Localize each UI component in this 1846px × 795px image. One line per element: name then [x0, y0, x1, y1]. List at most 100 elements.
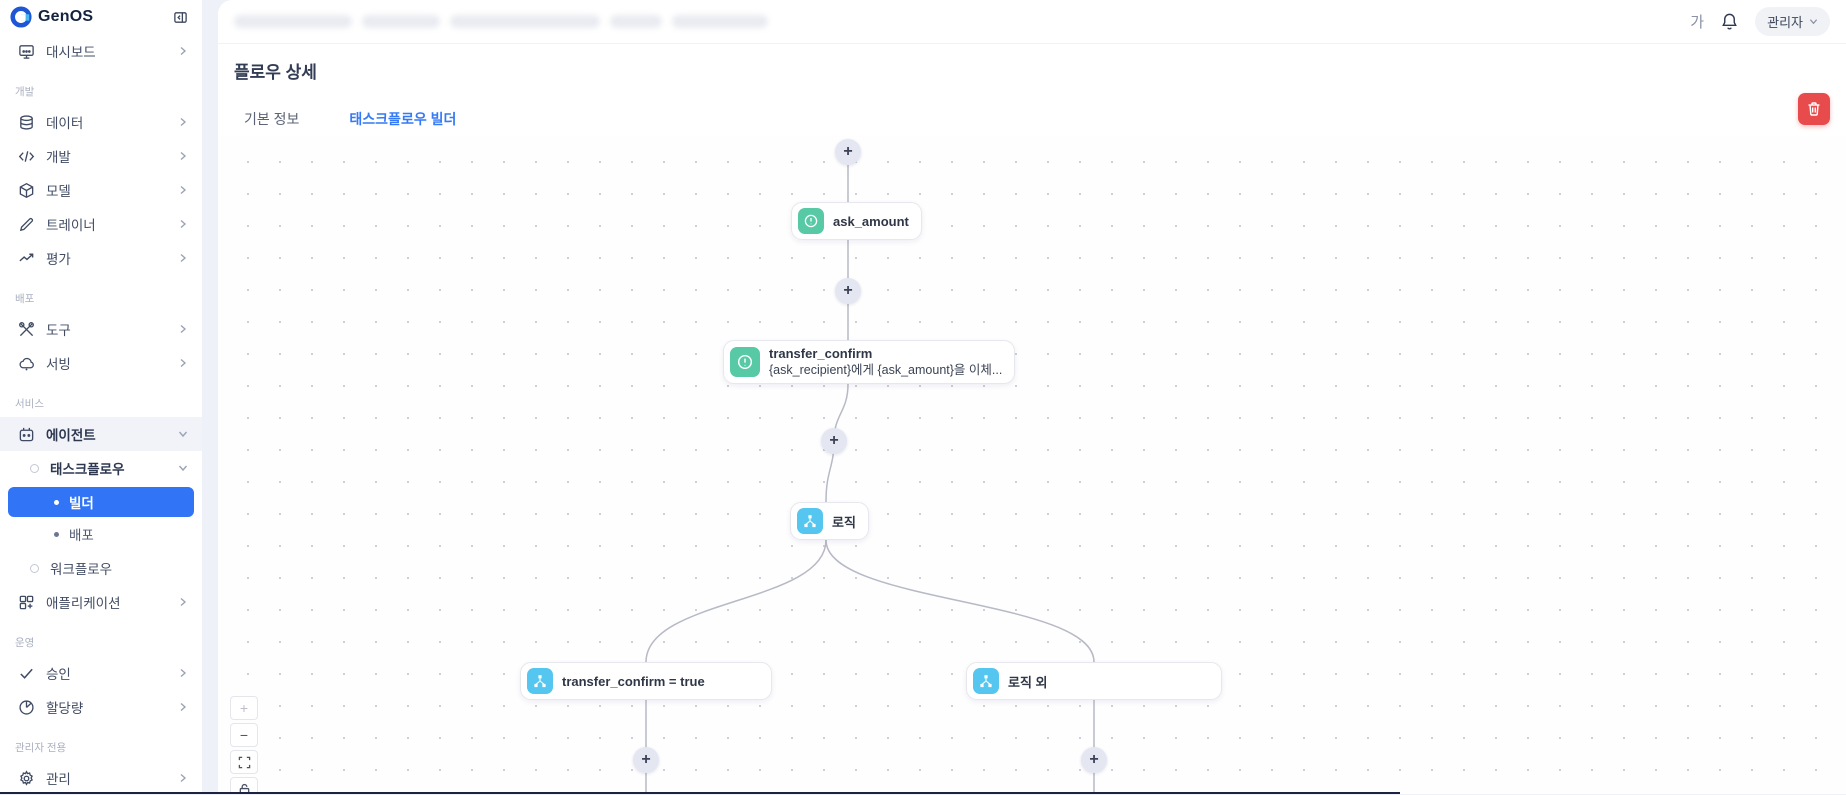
content-card: 가 관리자 플로우 상세 기본 정보 태스크플로	[218, 0, 1846, 794]
sidebar-item-label: 애플리케이션	[46, 592, 121, 612]
cloud-icon	[18, 355, 35, 372]
sidebar-item-label: 서빙	[46, 353, 71, 373]
sidebar-item-workflow[interactable]: 워크플로우	[0, 551, 202, 585]
trash-icon	[1806, 101, 1822, 117]
sidebar-item-deploy-sub[interactable]: 배포	[8, 519, 194, 549]
sidebar-item-label: 승인	[46, 663, 71, 683]
node-label: 로직 외	[1008, 672, 1048, 691]
sidebar-item-label: 도구	[46, 319, 71, 339]
sidebar-item-tools[interactable]: 도구	[0, 312, 202, 346]
sidebar-item-trainer[interactable]: 트레이너	[0, 207, 202, 241]
zoom-out-button[interactable]: −	[230, 723, 258, 747]
sidebar-item-label: 개발	[46, 146, 71, 166]
sidebar-section-service: 서비스	[0, 380, 202, 417]
bullet-dot-icon	[54, 532, 59, 537]
sidebar-item-label: 할당량	[46, 697, 83, 717]
sidebar-item-taskflow[interactable]: 태스크플로우	[0, 451, 202, 485]
chevron-right-icon	[178, 668, 188, 678]
branch-node-icon	[527, 668, 553, 694]
node-branch-else[interactable]: 로직 외	[966, 662, 1222, 700]
profile-menu-button[interactable]: 관리자	[1755, 7, 1830, 36]
sidebar-item-approval[interactable]: 승인	[0, 656, 202, 690]
node-subtitle: {ask_recipient}에게 {ask_amount}을 이체...	[769, 362, 1002, 379]
sidebar: GenOS 대시보드 개발 데이터	[0, 0, 202, 794]
delete-flow-button[interactable]	[1798, 93, 1830, 125]
genos-logo-icon	[10, 6, 32, 28]
node-logic[interactable]: 로직	[790, 502, 869, 540]
redacted-text	[450, 15, 600, 28]
pencil-icon	[18, 216, 35, 233]
flow-canvas[interactable]: + ask_amount +	[218, 136, 1846, 794]
sidebar-item-label: 에이전트	[46, 424, 96, 444]
check-icon	[18, 665, 35, 682]
chevron-right-icon	[178, 185, 188, 195]
bullet-dot-icon	[54, 500, 59, 505]
node-ask-amount[interactable]: ask_amount	[791, 202, 922, 240]
chevron-right-icon	[178, 358, 188, 368]
add-node-button[interactable]: +	[821, 428, 847, 454]
zoom-in-button[interactable]: +	[230, 696, 258, 720]
node-transfer-confirm[interactable]: transfer_confirm {ask_recipient}에게 {ask_…	[723, 340, 1015, 384]
sidebar-item-admin[interactable]: 관리	[0, 761, 202, 795]
brand-name: GenOS	[38, 8, 93, 26]
sidebar-item-label: 대시보드	[46, 41, 96, 61]
sidebar-item-label: 관리	[46, 768, 71, 788]
notification-bell-icon[interactable]	[1720, 12, 1739, 31]
main-area: 가 관리자 플로우 상세 기본 정보 태스크플로	[202, 0, 1846, 794]
topbar: 가 관리자	[218, 0, 1846, 44]
canvas-controls: + −	[230, 696, 258, 794]
sidebar-item-model[interactable]: 모델	[0, 173, 202, 207]
add-node-button[interactable]: +	[1081, 747, 1107, 773]
prompt-node-icon	[730, 347, 760, 377]
node-branch-true[interactable]: transfer_confirm = true	[520, 662, 772, 700]
redacted-text	[672, 15, 768, 28]
sidebar-section-admin: 관리자 전용	[0, 724, 202, 761]
chevron-right-icon	[178, 117, 188, 127]
topbar-right: 가 관리자	[1690, 7, 1830, 36]
sidebar-item-label: 워크플로우	[50, 558, 112, 578]
node-label: ask_amount	[833, 214, 909, 229]
chevron-right-icon	[178, 702, 188, 712]
fit-view-icon	[238, 756, 251, 769]
branch-node-icon	[797, 508, 823, 534]
fit-view-button[interactable]	[230, 750, 258, 774]
redacted-text	[362, 15, 440, 28]
add-node-button[interactable]: +	[633, 747, 659, 773]
bullet-circle-icon	[30, 564, 39, 573]
sidebar-item-label: 빌더	[69, 492, 94, 512]
sidebar-item-label: 평가	[46, 248, 71, 268]
sidebar-item-label: 데이터	[46, 112, 83, 132]
chevron-right-icon	[178, 219, 188, 229]
sidebar-item-quota[interactable]: 할당량	[0, 690, 202, 724]
chevron-right-icon	[178, 773, 188, 783]
add-node-button[interactable]: +	[835, 278, 861, 304]
sidebar-item-label: 모델	[46, 180, 71, 200]
chevron-down-icon	[178, 429, 188, 439]
database-icon	[18, 114, 35, 131]
chevron-right-icon	[178, 253, 188, 263]
chevron-right-icon	[178, 46, 188, 56]
sidebar-item-application[interactable]: 애플리케이션	[0, 585, 202, 619]
sidebar-section-dev: 개발	[0, 68, 202, 105]
sidebar-collapse-icon[interactable]	[173, 10, 188, 25]
sidebar-item-dev[interactable]: 개발	[0, 139, 202, 173]
code-icon	[18, 148, 35, 165]
sidebar-item-builder[interactable]: 빌더	[8, 487, 194, 517]
node-label: transfer_confirm	[769, 345, 1002, 363]
cube-icon	[18, 182, 35, 199]
sidebar-section-ops: 운영	[0, 619, 202, 656]
font-size-button[interactable]: 가	[1690, 11, 1704, 32]
add-node-button[interactable]: +	[835, 139, 861, 165]
chevron-down-icon	[178, 463, 188, 473]
sidebar-item-data[interactable]: 데이터	[0, 105, 202, 139]
sidebar-item-agent[interactable]: 에이전트	[0, 417, 202, 451]
node-label: transfer_confirm = true	[562, 674, 705, 689]
breadcrumb-redacted	[234, 15, 768, 28]
redacted-text	[610, 15, 662, 28]
dashboard-icon	[18, 43, 35, 60]
sidebar-item-dashboard[interactable]: 대시보드	[0, 34, 202, 68]
sidebar-item-serving[interactable]: 서빙	[0, 346, 202, 380]
sidebar-item-eval[interactable]: 평가	[0, 241, 202, 275]
pie-clock-icon	[18, 699, 35, 716]
sidebar-section-deploy: 배포	[0, 275, 202, 312]
